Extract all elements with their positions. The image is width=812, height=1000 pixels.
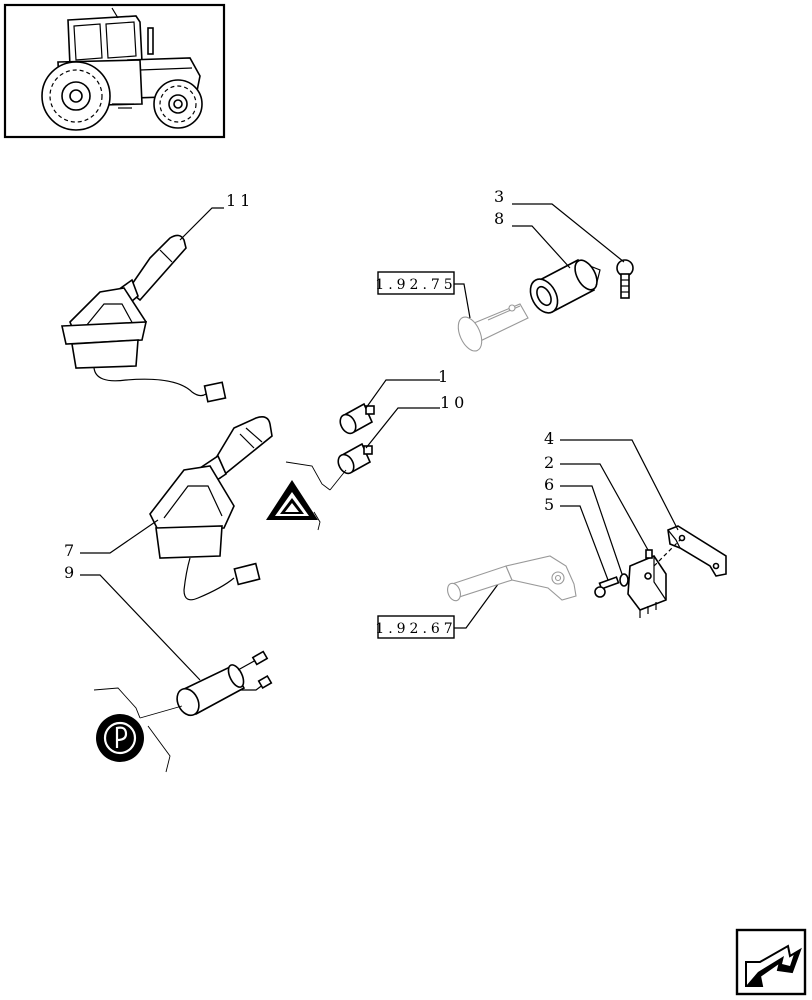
callout-4: 4 xyxy=(544,429,558,448)
callout-7: 7 xyxy=(64,541,78,560)
callout-10: 10 xyxy=(440,393,468,412)
ref-ghost-lever-bottom xyxy=(447,555,577,602)
part-bolt-3[interactable] xyxy=(512,203,634,299)
next-page-button[interactable] xyxy=(735,928,807,996)
callout-8: 8 xyxy=(494,209,508,228)
callout-2: 2 xyxy=(544,453,558,472)
reference-box-top[interactable]: 1.92.75 xyxy=(375,271,471,319)
callout-11: 11 xyxy=(226,191,254,210)
callout-labels: 11 3 8 1 10 4 2 6 5 7 9 xyxy=(64,187,558,582)
part-lever-assembly-7[interactable] xyxy=(80,416,273,601)
ref-ghost-lever-top xyxy=(457,303,529,352)
part-switch-1[interactable] xyxy=(337,379,440,436)
reference-box-bottom[interactable]: 1.92.67 xyxy=(375,575,505,639)
hazard-warning-icon xyxy=(266,480,318,520)
part-socket-9[interactable] xyxy=(80,574,273,719)
part-switch-10[interactable] xyxy=(335,407,440,476)
bracket-lines-9 xyxy=(93,687,183,773)
parking-brake-icon xyxy=(96,714,144,762)
part-switch-2[interactable] xyxy=(560,463,681,618)
part-screw-5[interactable] xyxy=(560,505,620,598)
bracket-lines-hazard xyxy=(285,461,347,531)
callout-1: 1 xyxy=(438,367,452,386)
part-bracket-4[interactable] xyxy=(560,439,727,577)
callout-3: 3 xyxy=(494,187,508,206)
callout-6: 6 xyxy=(544,475,558,494)
callout-5: 5 xyxy=(544,495,558,514)
reference-code-bottom: 1.92.67 xyxy=(375,621,456,637)
part-hand-lever-11[interactable] xyxy=(61,207,227,403)
callout-9: 9 xyxy=(64,563,78,582)
reference-code-top: 1.92.75 xyxy=(375,277,456,293)
tractor-thumbnail[interactable] xyxy=(3,3,226,139)
tractor-icon xyxy=(41,7,203,131)
part-switch-8[interactable] xyxy=(512,225,601,318)
next-page-arrow-icon xyxy=(745,944,802,987)
part-washer-6[interactable] xyxy=(560,485,629,587)
